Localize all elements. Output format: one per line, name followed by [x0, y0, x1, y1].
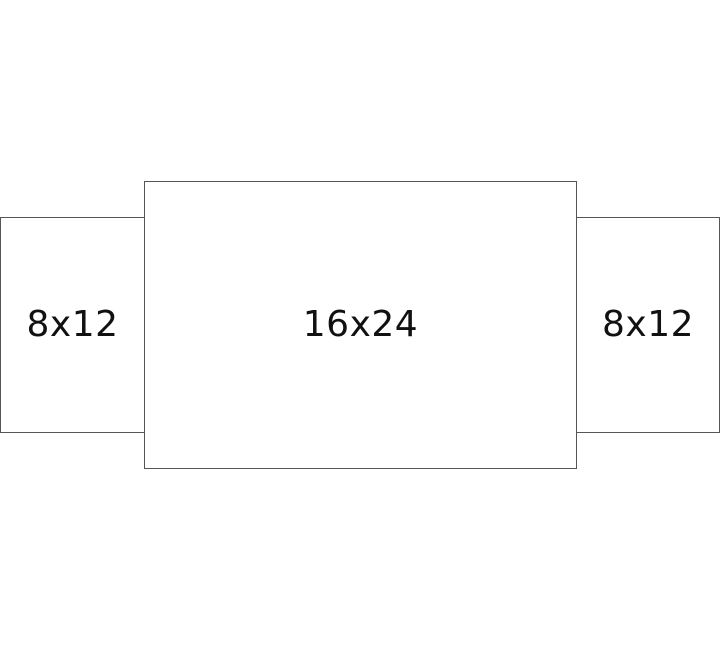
frame-left: 8x12	[0, 217, 145, 433]
frame-right: 8x12	[576, 217, 720, 433]
frame-center: 16x24	[144, 181, 577, 469]
frame-right-size-label: 8x12	[601, 304, 695, 345]
frame-left-size-label: 8x12	[26, 304, 119, 345]
frame-center-size-label: 16x24	[302, 304, 419, 345]
